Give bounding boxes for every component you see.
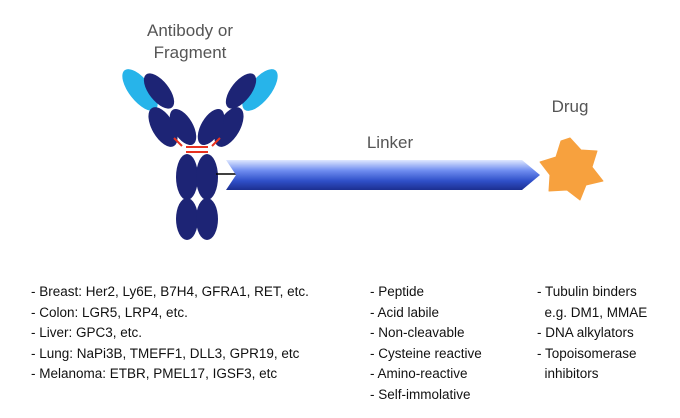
target-item: - Melanoma: ETBR, PMEL17, IGSF3, etc [31,366,278,381]
drug-item: - DNA alkylators [537,325,634,340]
antibody-label-line-2: Fragment [153,43,227,62]
antibody-left-heavy-constant [169,108,197,146]
linker-item: - Acid labile [370,304,440,320]
antibody-left-light-domain [122,69,158,111]
linker-arrow [216,160,540,190]
drug-item: inhibitors [537,366,599,381]
target-item: - Lung: NaPi3B, TMEFF1, DLL3, GPR19, etc [31,345,300,361]
drug-item: e.g. DM1, MMAE [537,304,648,320]
antibody-left-heavy-variable [143,73,175,109]
antibody-right-light-domain [242,69,278,111]
target-item: - Colon: LGR5, LRP4, etc. [31,304,188,320]
drug-label: Drug [551,97,589,116]
linker-body [226,160,540,190]
disulfide-bond-right [211,137,221,147]
drug-item: - Topoisomerase [537,345,637,361]
antibody-icon [122,69,278,240]
drug-star-icon [539,137,604,201]
target-item: - Breast: Her2, Ly6E, B7H4, GFRA1, RET, … [31,284,309,299]
drug-item: - Tubulin binders [537,284,637,299]
target-list: - Breast: Her2, Ly6E, B7H4, GFRA1, RET, … [31,282,309,385]
fc-domain-left-upper [176,154,198,200]
linker-item: - Cysteine reactive [370,345,482,361]
linker-item: - Non-cleavable [370,325,465,340]
antibody-label: Antibody or Fragment [120,20,260,64]
linker-item: - Amino-reactive [370,366,468,381]
fc-domain-left-lower [176,198,198,240]
antibody-label-line-1: Antibody or [147,21,233,40]
target-item: - Liver: GPC3, etc. [31,325,143,340]
linker-list: - Peptide - Acid labile - Non-cleavable … [370,282,482,405]
fc-domain-right-lower [196,198,218,240]
antibody-right-light-constant [214,107,244,147]
disulfide-bond-left [173,137,183,147]
linker-item: - Self-immolative [370,386,471,402]
antibody-left-light-constant [148,107,178,147]
antibody-right-heavy-variable [225,73,257,109]
linker-label: Linker [366,133,414,152]
fc-domain-right-upper [196,154,218,200]
drug-list: - Tubulin binders e.g. DM1, MMAE - DNA a… [537,282,647,385]
linker-item: - Peptide [370,284,425,299]
antibody-right-heavy-constant [197,108,225,146]
